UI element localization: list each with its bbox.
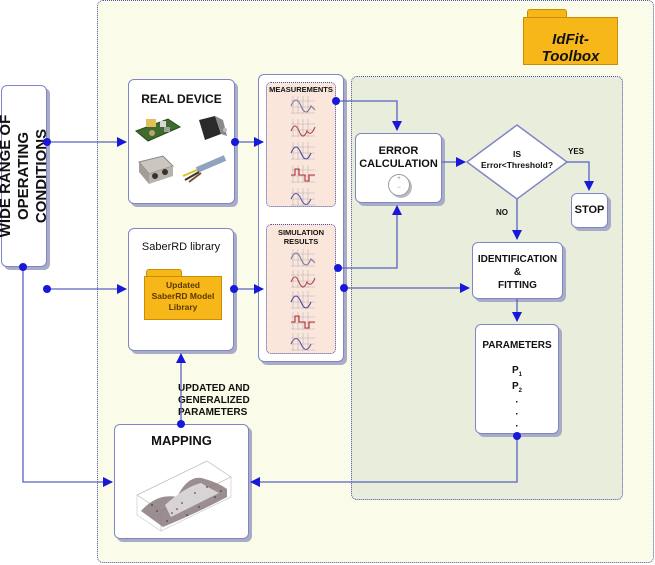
mapping-title: MAPPING <box>151 433 212 448</box>
waveform-thumbnail-icon <box>291 165 315 183</box>
identification-line1: IDENTIFICATION <box>477 254 558 265</box>
waveform-thumbnail-icon <box>290 96 316 114</box>
updated-params-line1: UPDATED AND <box>178 383 250 394</box>
identification-fitting-box: IDENTIFICATION & FITTING <box>472 242 563 299</box>
parameters-title: PARAMETERS <box>482 340 552 351</box>
stepper-motor-icon <box>199 116 227 140</box>
error-title-line1: ERROR <box>378 145 419 157</box>
saberrd-library-title: SaberRD library <box>141 241 221 253</box>
parameter-p1: P1 <box>511 365 522 378</box>
parameters-list: P1 P2 · · · <box>476 365 558 433</box>
sum-minus: − <box>397 185 401 191</box>
updated-params-line2: GENERALIZED <box>178 395 250 406</box>
operating-conditions-line1: WIDE RANGE OF <box>0 114 14 238</box>
decision-line2: Error<Threshold? <box>480 160 554 170</box>
cable-icon <box>182 155 227 183</box>
simulation-title-line2: RESULTS <box>283 237 319 246</box>
operating-conditions-line2: OPERATING CONDITIONS <box>15 128 50 224</box>
measurements-title: MEASUREMENTS <box>269 85 333 94</box>
library-folder-line1: Updated <box>166 280 200 290</box>
summing-junction-icon: + − <box>388 174 410 196</box>
real-device-title: REAL DEVICE <box>141 92 222 106</box>
saberrd-library-box: SaberRD library Updated SaberRD Model Li… <box>128 228 234 351</box>
library-folder-icon: Updated SaberRD Model Library <box>144 276 222 320</box>
mapping-box: MAPPING <box>114 424 249 539</box>
decision-yes-label: YES <box>568 147 585 156</box>
updated-params-line3: PARAMETERS <box>178 407 248 418</box>
library-folder-line2: SaberRD Model <box>151 291 215 301</box>
surface-plot-icon <box>136 460 232 532</box>
parameter-dot: · <box>515 421 519 432</box>
simulation-panel: SIMULATION RESULTS <box>266 224 336 354</box>
waveform-panel: MEASUREMENTS SIMULATION RESULTS <box>258 74 344 362</box>
waveform-thumbnail-icon <box>290 333 315 351</box>
library-folder-line3: Library <box>168 302 198 312</box>
waveform-thumbnail-icon <box>290 270 316 288</box>
waveform-thumbnail-icon <box>290 119 316 137</box>
decision-line1: IS <box>512 149 522 159</box>
parameter-p2: P2 <box>511 381 522 394</box>
waveform-thumbnail-icon <box>290 142 315 160</box>
parameter-dot: · <box>515 409 519 420</box>
waveform-thumbnail-icon <box>290 188 315 206</box>
waveform-thumbnail-icon <box>290 291 315 309</box>
real-device-box: REAL DEVICE <box>128 79 235 204</box>
waveform-thumbnail-icon <box>290 249 316 267</box>
toolbox-label: IdFit-Toolbox <box>541 31 600 65</box>
measurements-panel: MEASUREMENTS <box>266 82 336 207</box>
identification-fitting-title: IDENTIFICATION & FITTING <box>473 253 562 292</box>
parameter-dot: · <box>515 397 519 408</box>
error-title-line2: CALCULATION <box>359 158 438 170</box>
stop-box: STOP <box>571 193 608 228</box>
toolbox-folder-icon: IdFit-Toolbox <box>523 17 618 65</box>
power-board-icon <box>135 118 182 142</box>
sum-plus: + <box>397 176 401 182</box>
decision-no-label: NO <box>496 208 508 217</box>
operating-conditions-box: WIDE RANGE OF OPERATING CONDITIONS <box>0 85 50 267</box>
stop-label: STOP <box>574 204 605 216</box>
operating-conditions-label: WIDE RANGE OF OPERATING CONDITIONS <box>0 86 51 266</box>
error-calculation-box: ERROR CALCULATION + − <box>355 133 442 203</box>
error-calculation-title: ERROR CALCULATION <box>356 145 441 171</box>
simulation-title: SIMULATION RESULTS <box>267 228 335 246</box>
toolbox-folder-tab <box>527 9 567 19</box>
updated-parameters-label: UPDATED AND GENERALIZED PARAMETERS <box>178 383 250 419</box>
filter-module-icon <box>138 155 174 184</box>
junction-dot <box>43 285 51 293</box>
parameters-box: PARAMETERS P1 P2 · · · <box>475 324 559 434</box>
identification-line2: & <box>513 267 522 278</box>
identification-line3: FITTING <box>498 280 537 291</box>
simulation-title-line1: SIMULATION <box>277 228 325 237</box>
waveform-thumbnail-icon <box>291 312 315 330</box>
decision-label: IS Error<Threshold? <box>467 149 567 171</box>
library-folder-tab <box>146 269 182 278</box>
